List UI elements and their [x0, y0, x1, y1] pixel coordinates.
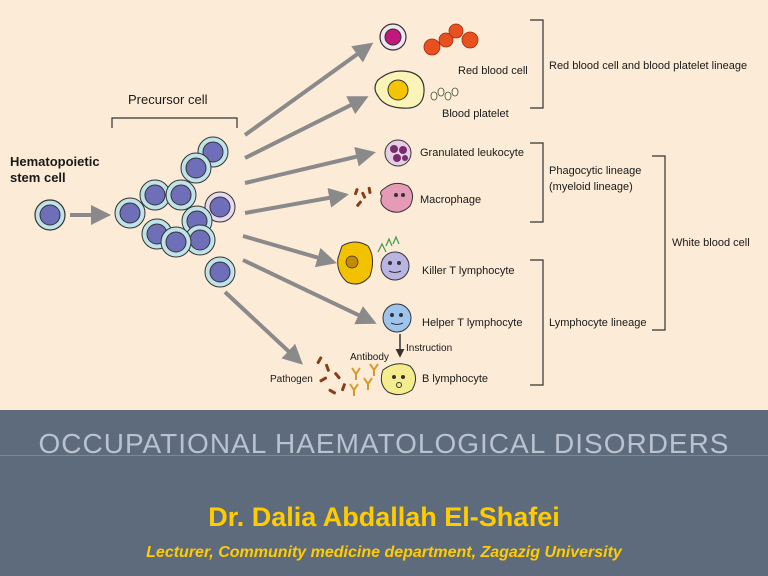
megakaryocyte-cell [374, 70, 425, 109]
infected-cell [337, 241, 374, 285]
precursor-cell [114, 197, 146, 229]
precursor-cell [139, 179, 171, 211]
title-divider [0, 455, 768, 456]
pathogen-label: Pathogen [270, 374, 313, 385]
blood-platelet-label: Blood platelet [442, 108, 509, 120]
author-name: Dr. Dalia Abdallah El-Shafei [208, 502, 560, 532]
lineage-brackets [530, 19, 666, 386]
helper-t-cell [382, 303, 412, 333]
pathogens [316, 356, 346, 395]
granulocyte-cell [384, 139, 412, 167]
t-cell-receptors [377, 235, 400, 253]
granulated-leukocyte-label: Granulated leukocyte [420, 147, 524, 159]
b-lymphocyte-cell [380, 363, 416, 396]
stem-cell-label-2: stem cell [10, 170, 66, 185]
precursor-label: Precursor cell [128, 92, 208, 107]
platelets [430, 87, 459, 101]
macrophage-cell [380, 182, 414, 213]
precursor-cell [165, 179, 197, 211]
killer-t-label: Killer T lymphocyte [422, 265, 515, 277]
slide-title: OCCUPATIONAL HAEMATOLOGICAL DISORDERS [38, 428, 730, 459]
precursor-cell [204, 191, 236, 223]
antibody-label: Antibody [350, 352, 389, 363]
helper-t-label: Helper T lymphocyte [422, 317, 522, 329]
macrophage-debris [353, 186, 372, 207]
red-blood-cells [423, 23, 479, 56]
precursor-cluster [114, 136, 236, 288]
precursor-cell [180, 152, 212, 184]
hematopoiesis-diagram: Precursor cell Hematopoietic stem cell [10, 19, 750, 396]
stem-cell-label-1: Hematopoietic [10, 154, 100, 169]
b-lymphocyte-label: B lymphocyte [422, 373, 488, 385]
footer-band: OCCUPATIONAL HAEMATOLOGICAL DISORDERS Dr… [0, 410, 768, 576]
lymphocyte-lineage-label: Lymphocyte lineage [549, 317, 646, 329]
stem-cell [34, 199, 66, 231]
erythroblast-cell [379, 23, 407, 51]
phagocytic-lineage-label-1: Phagocytic lineage [549, 165, 641, 177]
antibodies [349, 363, 379, 396]
red-platelet-lineage-label: Red blood cell and blood platelet lineag… [549, 60, 747, 72]
red-blood-cell-label: Red blood cell [458, 65, 528, 77]
white-blood-cell-label: White blood cell [672, 237, 750, 249]
precursor-cell [160, 226, 192, 258]
macrophage-label: Macrophage [420, 194, 481, 206]
precursor-bracket [111, 117, 238, 128]
precursor-cell [204, 256, 236, 288]
author-affiliation: Lecturer, Community medicine department,… [146, 544, 622, 561]
differentiation-arrows [223, 42, 377, 365]
instruction-label: Instruction [406, 343, 452, 354]
phagocytic-lineage-label-2: (myeloid lineage) [549, 181, 633, 193]
killer-t-cell [380, 251, 410, 281]
